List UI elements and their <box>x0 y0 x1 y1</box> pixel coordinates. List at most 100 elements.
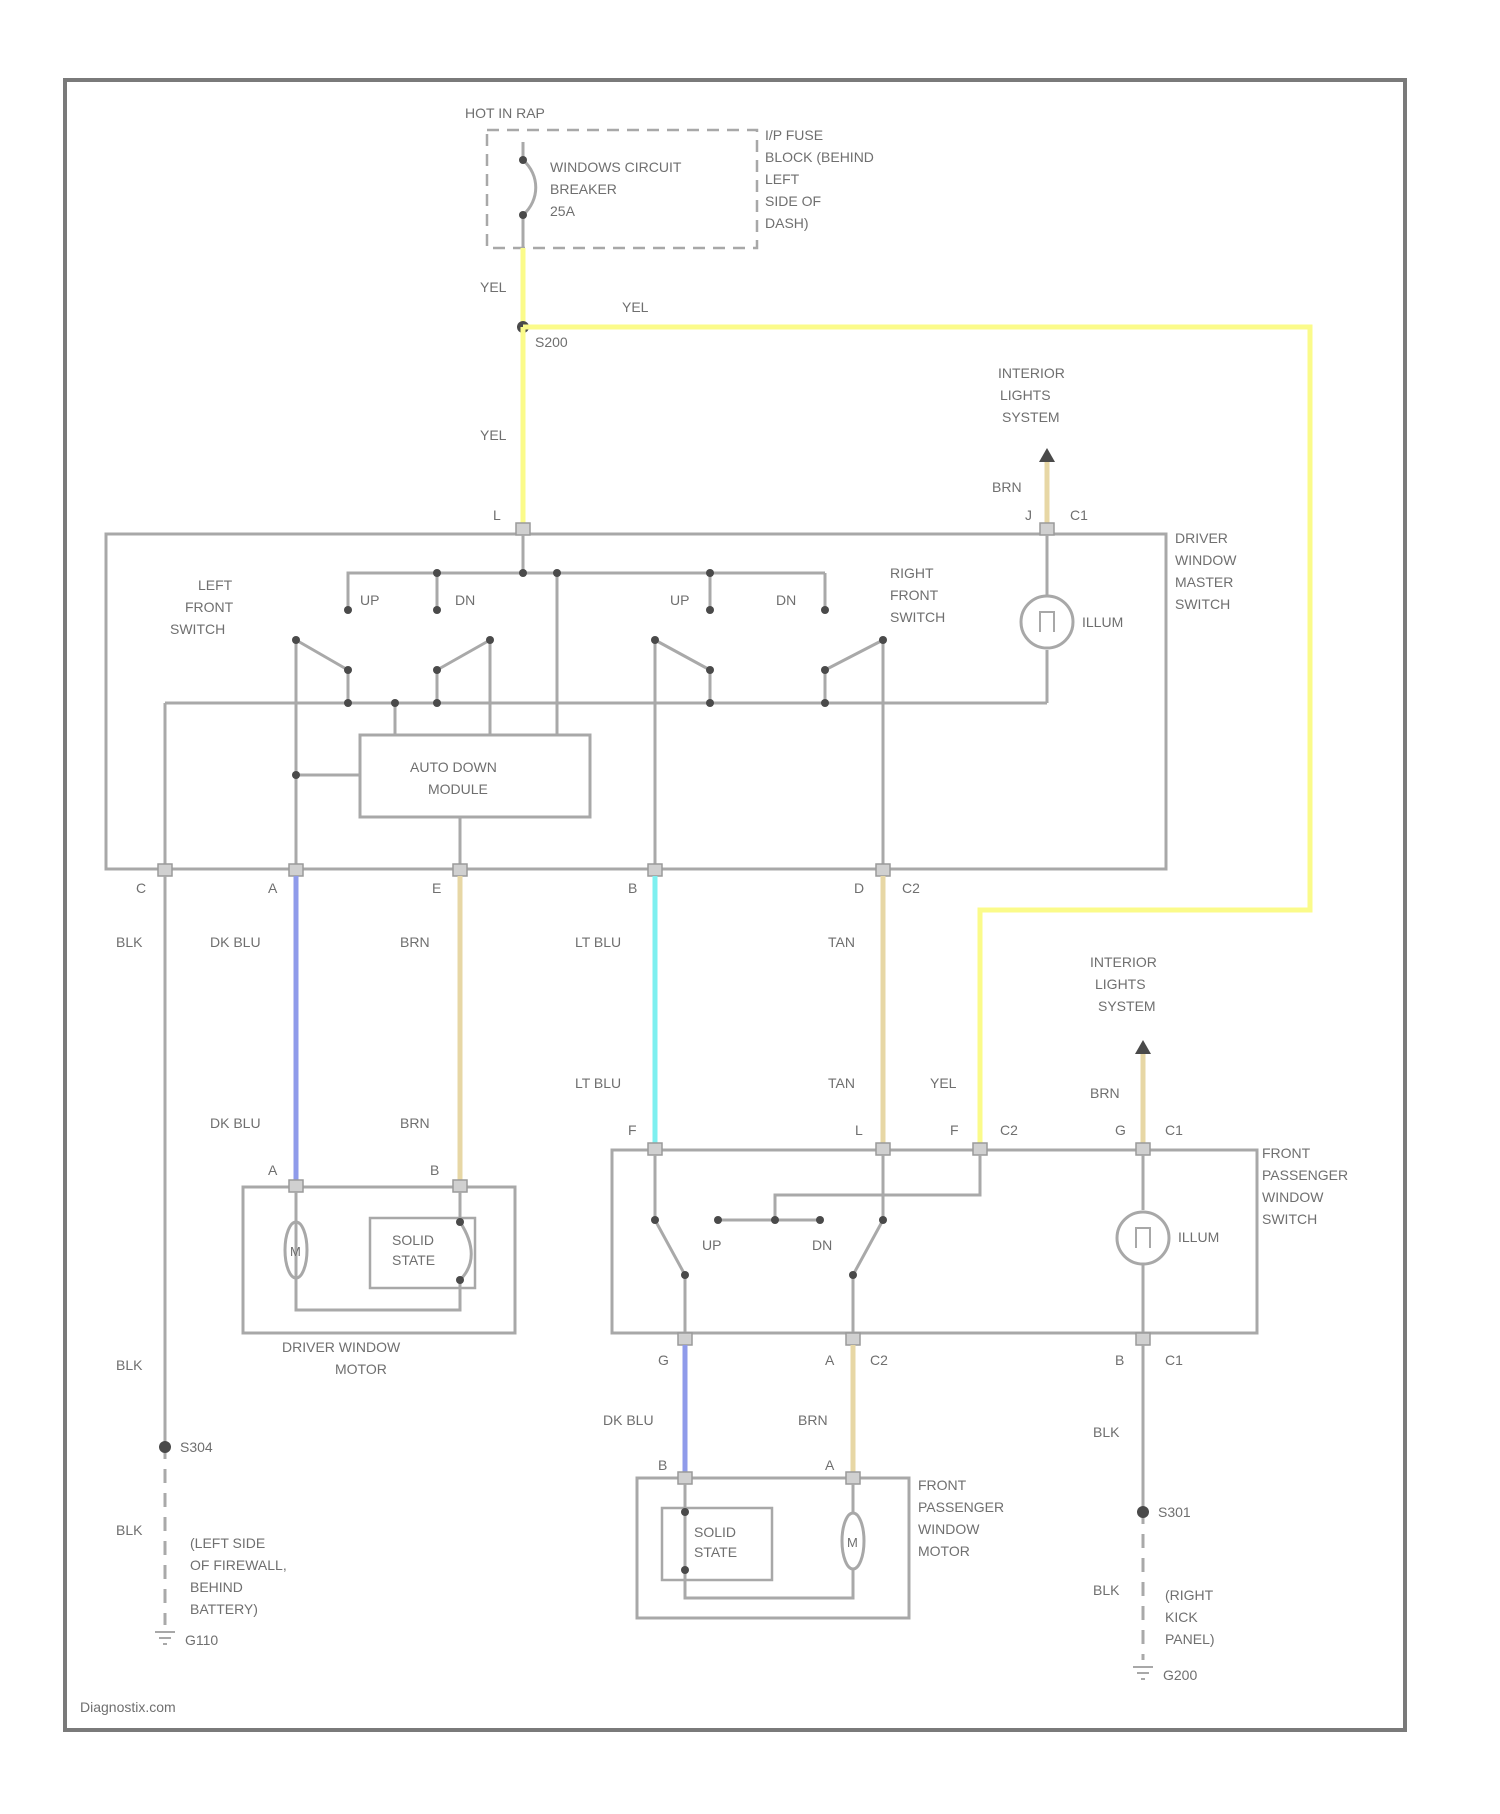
splice-s304 <box>159 1441 171 1453</box>
pin-d <box>876 864 890 876</box>
splice-s301-label: S301 <box>1158 1504 1191 1520</box>
pin-j-label: J <box>1025 507 1032 523</box>
passenger-dn-label: DN <box>812 1237 832 1253</box>
tan-label-1: TAN <box>828 934 855 950</box>
brn-label-2: BRN <box>400 1115 430 1131</box>
node-dot <box>706 666 714 674</box>
node-dot <box>344 666 352 674</box>
pin-c2-label: C2 <box>902 880 920 896</box>
left-ground-id: G110 <box>185 1632 218 1648</box>
node-dot <box>344 606 352 614</box>
yel-label-1: YEL <box>480 279 507 295</box>
pin-a-label: A <box>268 880 278 896</box>
pin-l-passenger <box>876 1143 890 1155</box>
pin-b-label: B <box>628 880 637 896</box>
pin-c1-bottom-label: C1 <box>1165 1352 1183 1368</box>
node-dot <box>519 569 527 577</box>
node-dot <box>821 606 829 614</box>
blk-label-5: BLK <box>1093 1582 1120 1598</box>
node-dot <box>681 1271 689 1279</box>
pin-a-bottom-label: A <box>825 1352 835 1368</box>
tan-label-2: TAN <box>828 1075 855 1091</box>
pin-f-label: F <box>628 1122 637 1138</box>
motor-pin-a-label: A <box>268 1162 278 1178</box>
breaker-terminal-top <box>519 156 527 164</box>
pin-l-passenger-label: L <box>855 1122 863 1138</box>
node-dot <box>344 699 352 707</box>
node-dot <box>486 636 494 644</box>
motor-pin-a <box>289 1180 303 1192</box>
brn-label-1: BRN <box>400 934 430 950</box>
brn-label-passenger-illum: BRN <box>1090 1085 1120 1101</box>
node-dot <box>879 1216 887 1224</box>
right-ground-id: G200 <box>1163 1667 1197 1683</box>
pin-c2-bottom-label: C2 <box>870 1352 888 1368</box>
blk-label-3: BLK <box>116 1522 143 1538</box>
pin-d-label: D <box>854 880 864 896</box>
dk-blu-label-1: DK BLU <box>210 934 261 950</box>
pin-a-bottom <box>846 1333 860 1345</box>
node-dot <box>816 1216 824 1224</box>
pin-c-label: C <box>136 880 146 896</box>
node-dot <box>821 666 829 674</box>
pin-b-c1-label: B <box>1115 1352 1124 1368</box>
blk-label-1: BLK <box>116 934 143 950</box>
pin-c1-label: C1 <box>1070 507 1088 523</box>
node-dot <box>433 606 441 614</box>
pin-c1-passenger-label: C1 <box>1165 1122 1183 1138</box>
splice-s200-label: S200 <box>535 334 568 350</box>
yel-label-2: YEL <box>622 299 649 315</box>
node-dot <box>706 699 714 707</box>
node-dot <box>292 771 300 779</box>
blk-label-2: BLK <box>116 1357 143 1373</box>
pin-g-bottom-label: G <box>658 1352 669 1368</box>
node-dot <box>433 666 441 674</box>
dk-blu-label-3: DK BLU <box>603 1412 654 1428</box>
pin-e <box>453 864 467 876</box>
pin-b-c1 <box>1136 1333 1150 1345</box>
motor-pin-b <box>453 1180 467 1192</box>
driver-motor-m-label: M <box>290 1244 301 1259</box>
pin-c2-passenger-label: C2 <box>1000 1122 1018 1138</box>
passenger-up-label: UP <box>702 1237 721 1253</box>
node-dot <box>651 636 659 644</box>
node-dot <box>879 636 887 644</box>
watermark: Diagnostix.com <box>80 1699 176 1715</box>
node-dot <box>771 1216 779 1224</box>
lt-blu-label-2: LT BLU <box>575 1075 621 1091</box>
driver-illum-label: ILLUM <box>1082 614 1123 630</box>
node-dot <box>821 699 829 707</box>
motor-pin-b-label: B <box>430 1162 439 1178</box>
pmotor-pin-b <box>678 1472 692 1484</box>
node-dot <box>706 606 714 614</box>
pin-b <box>648 864 662 876</box>
pmotor-pin-b-label: B <box>658 1457 667 1473</box>
left-dn-label: DN <box>455 592 475 608</box>
yel-label-4: YEL <box>930 1075 957 1091</box>
lt-blu-label-1: LT BLU <box>575 934 621 950</box>
pmotor-pin-a <box>846 1472 860 1484</box>
node-dot <box>714 1216 722 1224</box>
pin-g-label: G <box>1115 1122 1126 1138</box>
splice-s301 <box>1137 1506 1149 1518</box>
node-dot <box>706 569 714 577</box>
pin-f-yel-label: F <box>950 1122 959 1138</box>
node-dot <box>681 1508 689 1516</box>
node-dot <box>292 636 300 644</box>
pin-f-yel <box>973 1143 987 1155</box>
pin-g-c1 <box>1136 1143 1150 1155</box>
blk-label-4: BLK <box>1093 1424 1120 1440</box>
splice-s304-label: S304 <box>180 1439 213 1455</box>
brn-label-driver-illum: BRN <box>992 479 1022 495</box>
right-up-label: UP <box>670 592 689 608</box>
node-dot <box>849 1271 857 1279</box>
pin-c <box>158 864 172 876</box>
dk-blu-label-2: DK BLU <box>210 1115 261 1131</box>
brn-label-3: BRN <box>798 1412 828 1428</box>
pin-e-label: E <box>432 880 441 896</box>
node-dot <box>433 699 441 707</box>
left-up-label: UP <box>360 592 379 608</box>
node-dot <box>391 699 399 707</box>
breaker-terminal-bottom <box>519 211 527 219</box>
